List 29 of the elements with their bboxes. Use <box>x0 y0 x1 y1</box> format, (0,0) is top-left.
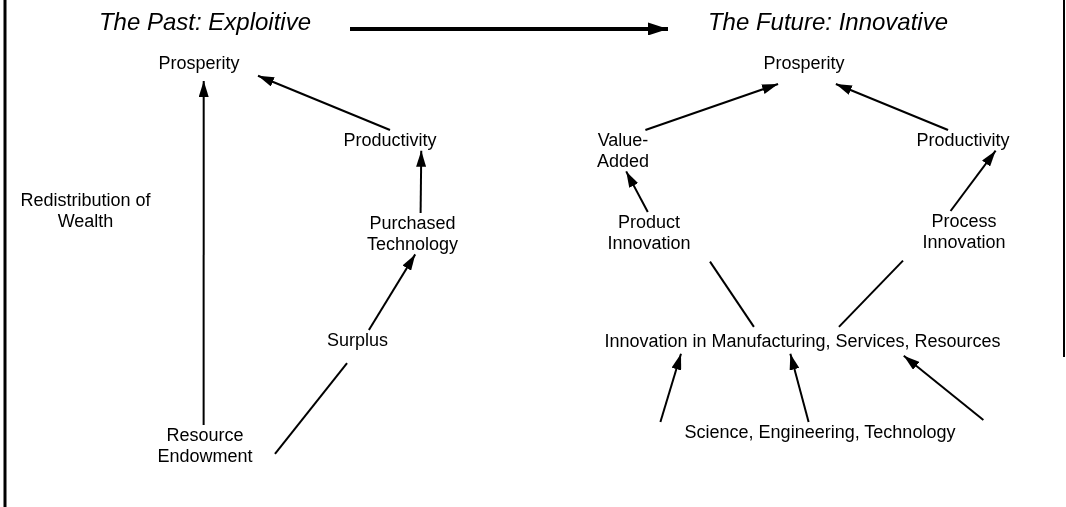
node-label: Surplus <box>326 330 389 351</box>
arrow <box>367 253 417 331</box>
arrow <box>659 352 682 423</box>
arrow <box>902 354 985 421</box>
heading: The Future: Innovative <box>706 8 950 36</box>
arrow <box>644 83 780 131</box>
connector-line <box>274 362 349 455</box>
arrow <box>416 149 427 214</box>
arrow <box>949 149 997 212</box>
arrow <box>350 22 668 36</box>
heading: The Past: Exploitive <box>97 8 313 36</box>
arrow <box>198 79 209 426</box>
node-label: Science, Engineering, Technology <box>683 422 957 443</box>
arrow <box>834 83 950 131</box>
node-label: Productivity <box>342 130 438 151</box>
node-label: Innovation in Manufacturing, Services, Resources <box>603 331 1002 352</box>
node-label: Value-Added <box>595 130 651 172</box>
node-label: Purchased Technology <box>365 213 460 255</box>
node-label: Resource Endowment <box>156 425 254 467</box>
node-label: Prosperity <box>157 53 241 74</box>
arrow <box>789 352 810 423</box>
arrow <box>625 170 649 213</box>
node-label: Productivity <box>915 130 1011 151</box>
connector-line <box>837 259 904 328</box>
node-label: Product Innovation <box>606 212 692 254</box>
arrow <box>257 74 391 131</box>
node-label: Process Innovation <box>921 211 1007 253</box>
connector-line <box>709 260 755 328</box>
node-label: Prosperity <box>762 53 846 74</box>
